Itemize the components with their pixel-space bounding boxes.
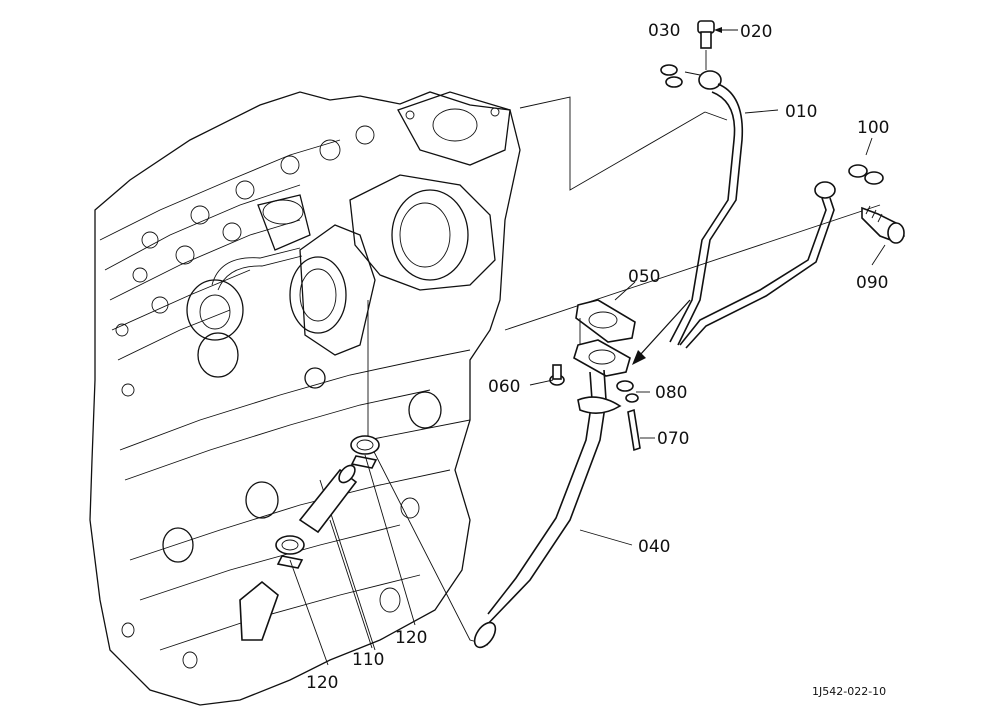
oil-pipe-010 bbox=[669, 70, 744, 346]
bolt-060 bbox=[549, 364, 565, 386]
label-060: 060 bbox=[488, 377, 520, 397]
oil-return-pipe-040 bbox=[473, 369, 622, 649]
label-010: 010 bbox=[785, 102, 817, 122]
clamp-080 bbox=[616, 380, 639, 403]
label-040: 040 bbox=[638, 537, 670, 557]
flange-050 bbox=[573, 299, 636, 377]
label-020: 020 bbox=[740, 22, 772, 42]
leader-lines bbox=[319, 96, 881, 651]
gasket-100 bbox=[848, 164, 884, 185]
label-120-left: 120 bbox=[306, 673, 338, 693]
banjo-bolt-090 bbox=[861, 205, 905, 244]
pin-070 bbox=[627, 408, 641, 452]
label-120-right: 120 bbox=[395, 628, 427, 648]
hose-110 bbox=[298, 464, 358, 534]
gasket-030 bbox=[660, 64, 701, 88]
clamp-120-lower bbox=[275, 535, 305, 569]
engine-block bbox=[89, 91, 521, 706]
diagram-reference-code: 1J542-022-10 bbox=[812, 685, 886, 698]
banjo-bolt-020 bbox=[697, 20, 715, 70]
label-080: 080 bbox=[655, 383, 687, 403]
part-labels: 020 030 010 100 090 050 060 080 070 040 … bbox=[306, 21, 889, 698]
label-090: 090 bbox=[856, 273, 888, 293]
clamp-120-upper bbox=[350, 435, 380, 469]
label-100: 100 bbox=[857, 118, 889, 138]
label-070: 070 bbox=[657, 429, 689, 449]
callout-leaders bbox=[289, 27, 886, 666]
oil-pipe-010-lower bbox=[679, 181, 836, 349]
label-050: 050 bbox=[628, 267, 660, 287]
label-030: 030 bbox=[648, 21, 680, 41]
direction-arrow bbox=[632, 299, 691, 365]
label-110: 110 bbox=[352, 650, 384, 670]
